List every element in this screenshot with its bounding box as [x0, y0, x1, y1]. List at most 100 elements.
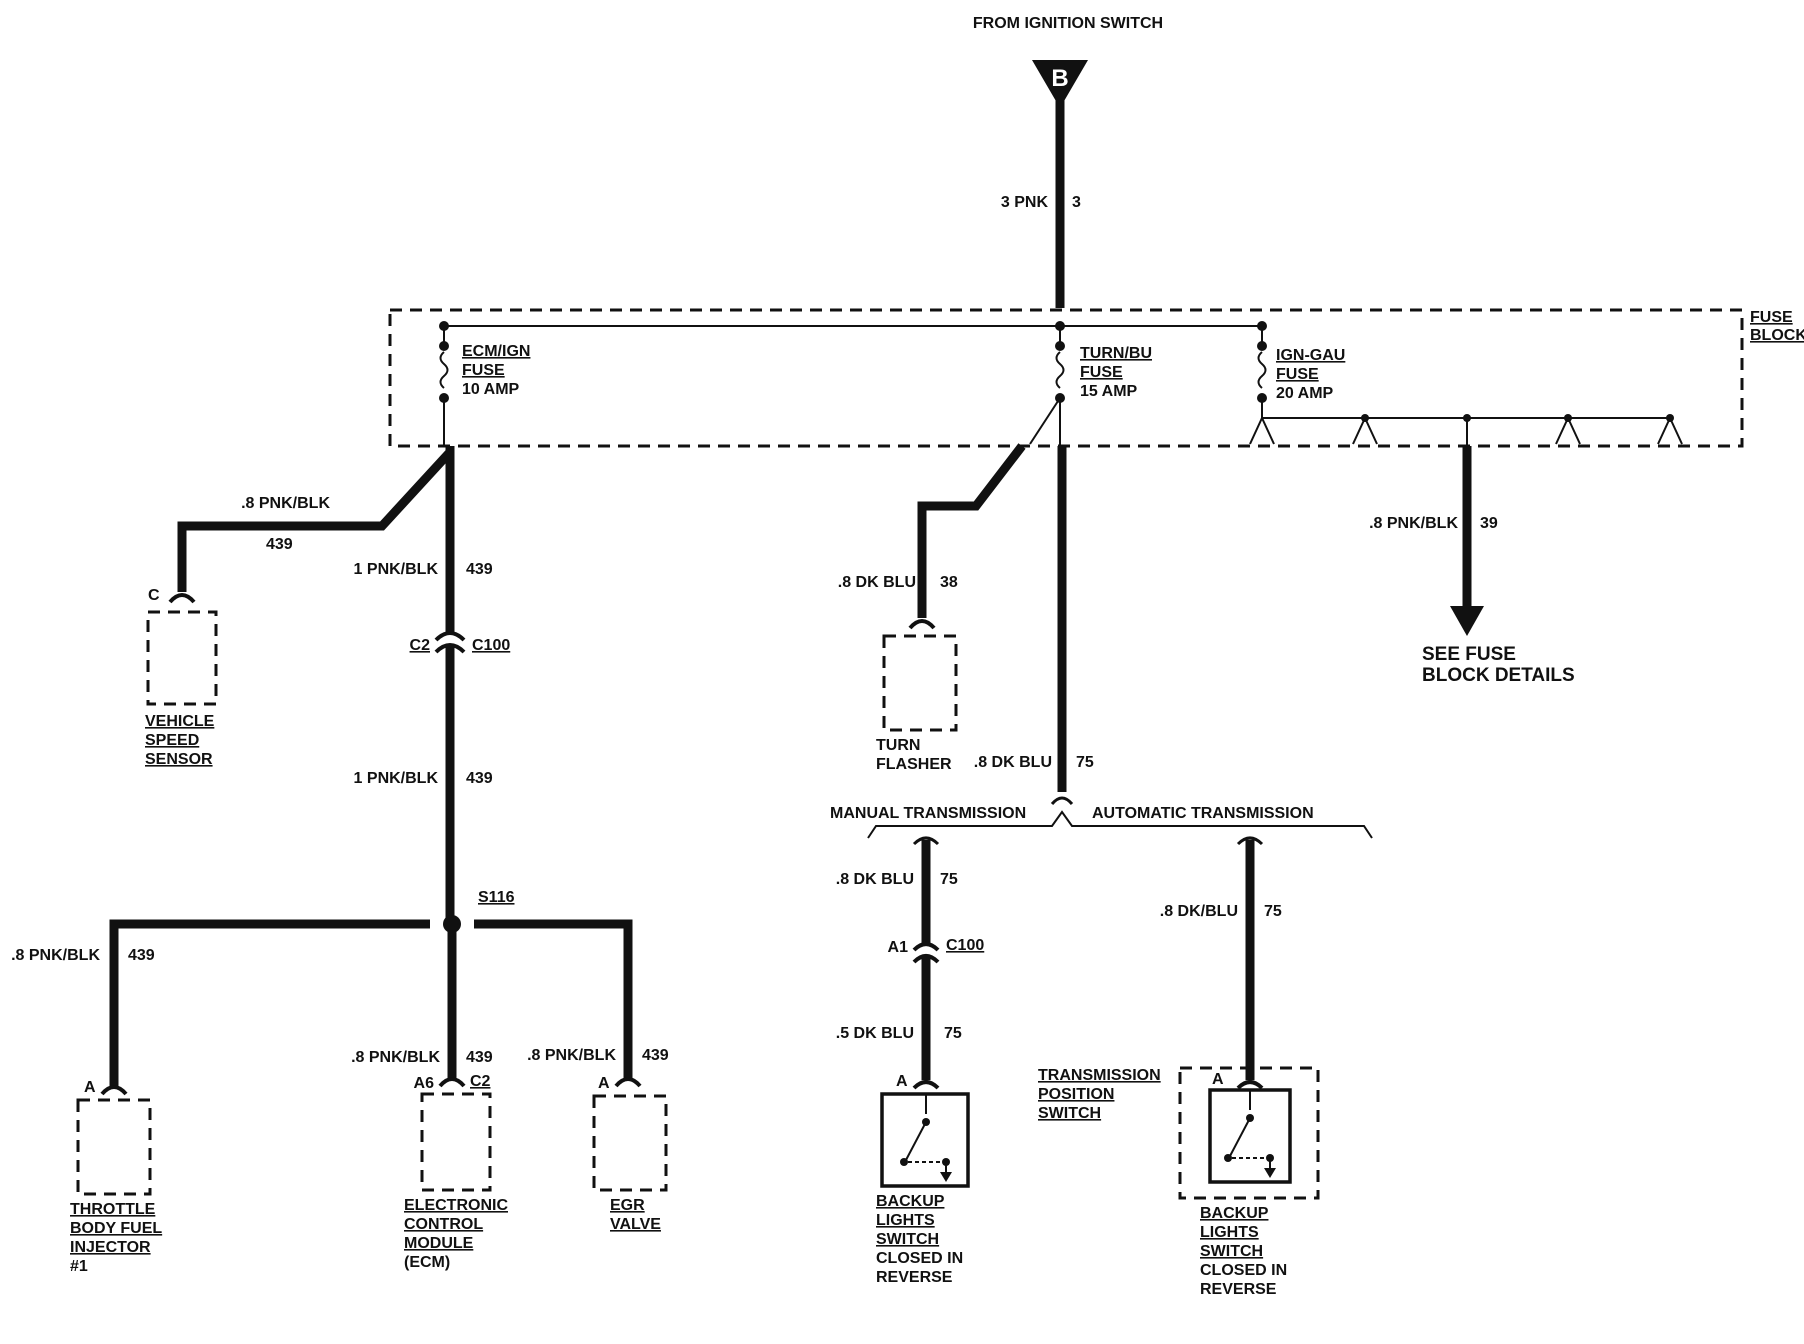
- vss-connector-icon: [168, 593, 196, 604]
- egr-size-color: .8 PNK/BLK: [527, 1047, 616, 1064]
- outlet-triangle-icon: [1555, 415, 1581, 445]
- vss-connector-pin: C: [148, 587, 160, 604]
- outlet-triangle-icon: [1657, 415, 1683, 445]
- egr-connector-pin: A: [598, 1075, 610, 1092]
- auto-connector-top-icon: [1236, 836, 1264, 846]
- turn-flasher-connector-icon: [908, 619, 936, 630]
- manual-upper-size-color: .8 DK BLU: [836, 871, 914, 888]
- transmission-branch-bracket: [867, 810, 1373, 839]
- manual-upper-circuit: 75: [940, 871, 958, 888]
- switch-contact-icon: [1224, 1090, 1276, 1178]
- see-details-line-2: BLOCK DETAILS: [1422, 665, 1575, 686]
- injector-label-4: #1: [70, 1258, 88, 1275]
- injector-label-1: THROTTLE: [70, 1201, 156, 1218]
- ecm-feed-lower-size-color: 1 PNK/BLK: [354, 770, 439, 787]
- manual-switch-pin: A: [896, 1073, 908, 1090]
- egr-label-2: VALVE: [610, 1216, 661, 1233]
- fuse-details-circuit: 39: [1480, 515, 1498, 532]
- manual-switch-label-3: SWITCH: [876, 1231, 939, 1248]
- auto-switch-pin: A: [1212, 1071, 1224, 1088]
- auto-switch-label-5: REVERSE: [1200, 1281, 1277, 1298]
- vss-label-2: SPEED: [145, 732, 199, 749]
- manual-lower-circuit: 75: [944, 1025, 962, 1042]
- fuse-ign-gau-rating: 20 AMP: [1276, 385, 1334, 402]
- transmission-position-switch-box: [1178, 1066, 1320, 1200]
- egr-label-1: EGR: [610, 1197, 645, 1214]
- egr-valve-box: [592, 1094, 668, 1192]
- ecm-size-color: .8 PNK/BLK: [351, 1049, 440, 1066]
- electronic-control-module-box: [420, 1092, 492, 1192]
- ecm-feed-upper-circuit: 439: [466, 561, 493, 578]
- ign-gau-fuse: [1257, 326, 1267, 418]
- egr-circuit: 439: [642, 1047, 669, 1064]
- throttle-body-fuel-injector-box: [76, 1098, 152, 1196]
- injector-connector-icon: [100, 1085, 128, 1096]
- ecm-connector-icon: [438, 1077, 466, 1088]
- fuse-ecm-ign-name: ECM/IGN: [462, 343, 530, 360]
- fuse-turn-bu-name: TURN/BU: [1080, 345, 1152, 362]
- backup-main-circuit: 75: [1076, 754, 1094, 771]
- injector-label-2: BODY FUEL: [70, 1220, 162, 1237]
- auto-position-label-3: SWITCH: [1038, 1105, 1101, 1122]
- manual-switch-label-1: BACKUP: [876, 1193, 945, 1210]
- fuse-ecm-ign-rating: 10 AMP: [462, 381, 520, 398]
- outlet-triangle-icon: [1249, 415, 1275, 445]
- source-label: FROM IGNITION SWITCH: [973, 15, 1163, 32]
- auto-switch-label-3: SWITCH: [1200, 1243, 1263, 1260]
- ecm-feed-lower-circuit: 439: [466, 770, 493, 787]
- turn-flasher-circuit: 38: [940, 574, 958, 591]
- c100-upper-pin: C2: [410, 637, 431, 654]
- automatic-transmission-label: AUTOMATIC TRANSMISSION: [1092, 805, 1314, 822]
- ecm-connector-name: C2: [470, 1073, 491, 1090]
- ecm-label-4: (ECM): [404, 1254, 450, 1271]
- auto-switch-label-2: LIGHTS: [1200, 1224, 1259, 1241]
- vss-label-3: SENSOR: [145, 751, 213, 768]
- ecm-connector-pin: A6: [414, 1075, 435, 1092]
- turn-flasher-size-color: .8 DK BLU: [838, 574, 916, 591]
- outlet-triangle-icon: [1352, 415, 1378, 445]
- turn-flasher-wire: [917, 443, 1026, 618]
- arrow-down-icon: [1450, 606, 1484, 636]
- injector-label-3: INJECTOR: [70, 1239, 151, 1256]
- fuse-block-label-2: BLOCK: [1750, 327, 1804, 344]
- splice-s116-label: S116: [478, 889, 515, 906]
- fuse-turn-bu-rating: 15 AMP: [1080, 383, 1138, 400]
- c100-lower-pin: A1: [888, 939, 909, 956]
- backup-main-size-color: .8 DK BLU: [974, 754, 1052, 771]
- manual-connector-top-icon: [912, 836, 940, 846]
- vss-wire-circuit: 439: [266, 536, 293, 553]
- ecm-circuit: 439: [466, 1049, 493, 1066]
- fuse-block-label-1: FUSE: [1750, 309, 1793, 326]
- fuse-ign-gau-name: IGN-GAU: [1276, 347, 1345, 364]
- c100-upper-connector-icon: [434, 631, 466, 654]
- ecm-label-1: ELECTRONIC: [404, 1197, 508, 1214]
- egr-wire: [474, 919, 633, 1080]
- c100-lower-name: C100: [946, 937, 984, 954]
- auto-circuit: 75: [1264, 903, 1282, 920]
- manual-switch-label-4: CLOSED IN: [876, 1250, 963, 1267]
- injector-connector-pin: A: [84, 1079, 96, 1096]
- auto-size-color: .8 DK/BLU: [1160, 903, 1238, 920]
- fuse-ecm-ign-fuse: FUSE: [462, 362, 505, 379]
- c100-upper-name: C100: [472, 637, 510, 654]
- ecm-label-2: CONTROL: [404, 1216, 483, 1233]
- auto-position-label-2: POSITION: [1038, 1086, 1114, 1103]
- auto-switch-label-4: CLOSED IN: [1200, 1262, 1287, 1279]
- manual-transmission-label: MANUAL TRANSMISSION: [830, 805, 1026, 822]
- manual-switch-connector-icon: [912, 1080, 940, 1090]
- vss-wire: [177, 448, 454, 592]
- vss-wire-size-color: .8 PNK/BLK: [241, 495, 330, 512]
- manual-lower-size-color: .5 DK BLU: [836, 1025, 914, 1042]
- turn-flasher-box: [882, 634, 958, 732]
- ecm-feed-upper-size-color: 1 PNK/BLK: [354, 561, 439, 578]
- see-details-line-1: SEE FUSE: [1422, 644, 1516, 665]
- fuse-turn-bu-fuse: FUSE: [1080, 364, 1123, 381]
- auto-position-label-1: TRANSMISSION: [1038, 1067, 1161, 1084]
- auto-switch-connector-icon: [1236, 1080, 1264, 1090]
- fuse-details-size-color: .8 PNK/BLK: [1369, 515, 1458, 532]
- egr-connector-icon: [614, 1077, 642, 1088]
- vehicle-speed-sensor-box: [146, 610, 218, 706]
- ignition-connector-b-icon: [1032, 60, 1088, 108]
- fuse-ign-gau-fuse: FUSE: [1276, 366, 1319, 383]
